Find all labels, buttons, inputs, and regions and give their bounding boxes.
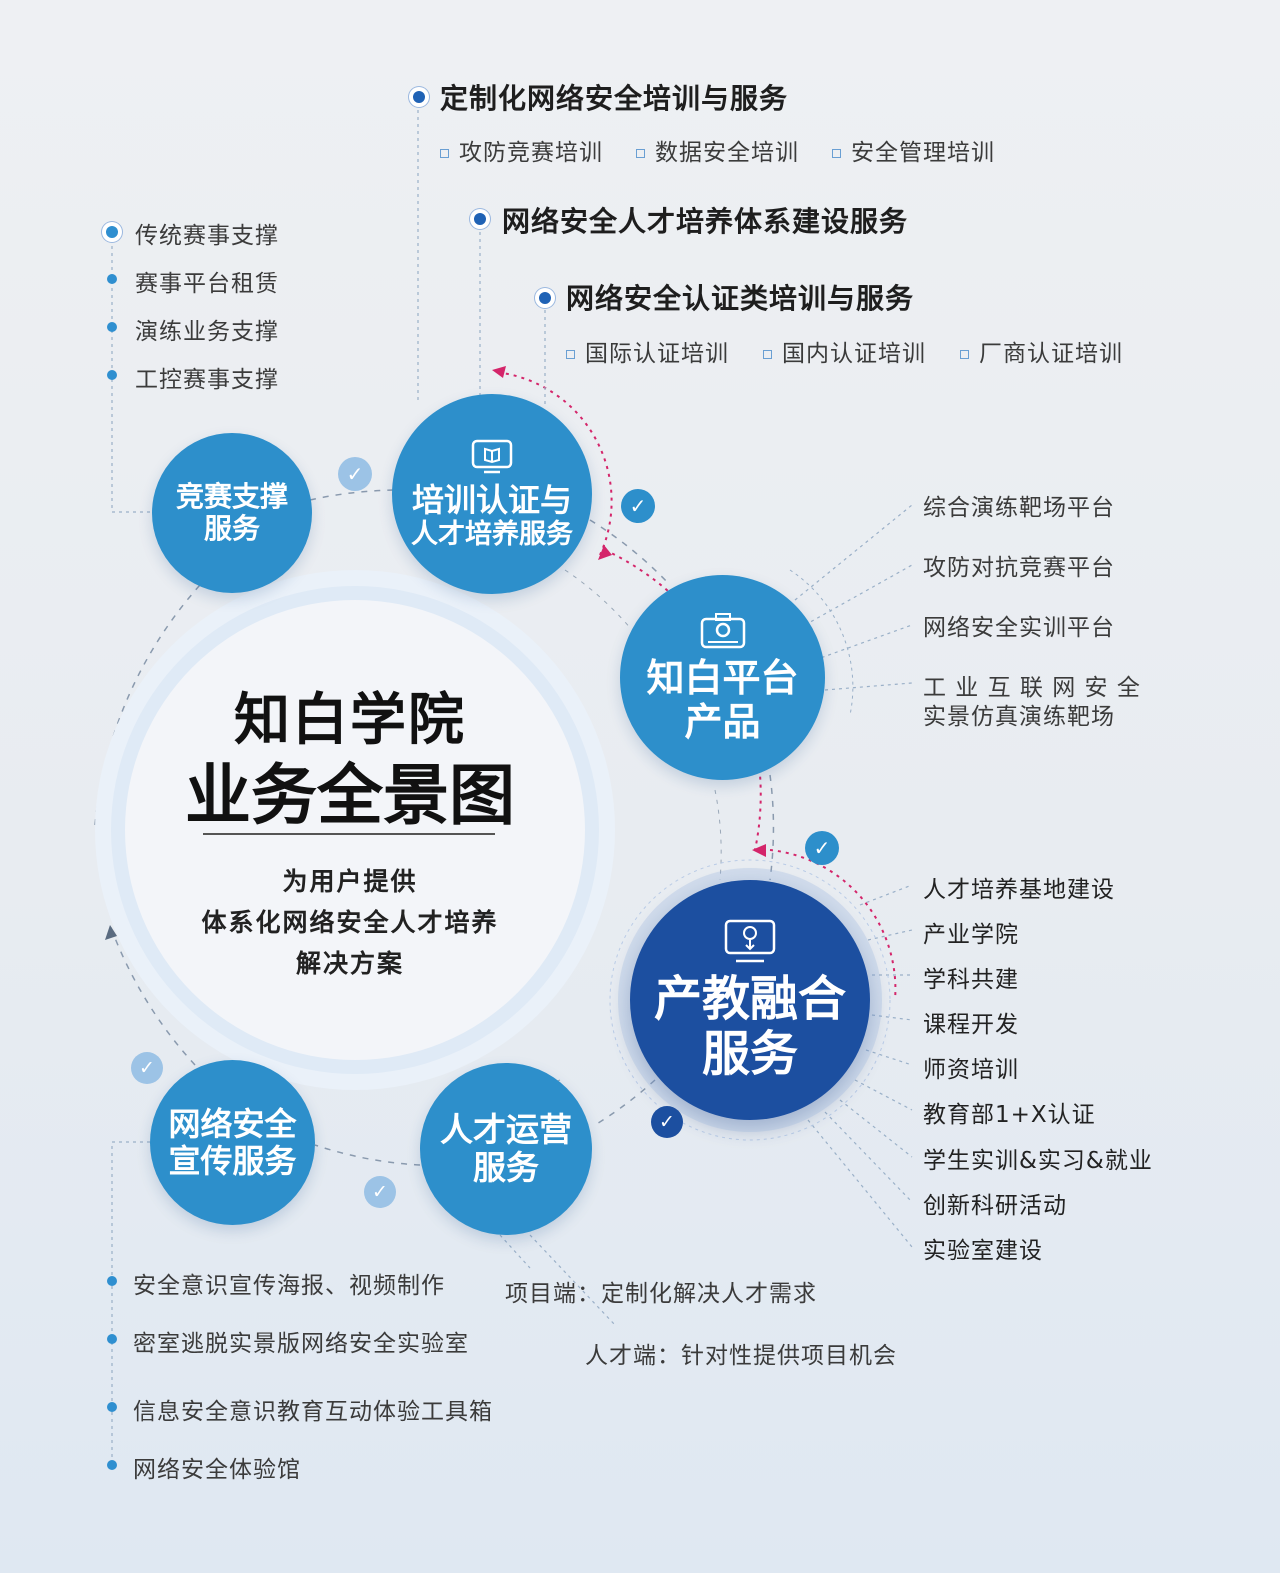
publicity-item: 密室逃脱实景版网络安全实验室 [133,1331,469,1357]
node-training[interactable]: 培训认证与 人才培养服务 [392,394,592,594]
bullet-icon [106,226,118,238]
node-competition[interactable]: 竞赛支撑 服务 [152,433,312,593]
check-icon: ✓ [131,1052,163,1084]
node-platform-line1: 知白平台 [646,655,799,700]
platform-item: 工 业 互 联 网 安 全 [923,675,1141,701]
bullet-icon [107,1334,117,1344]
integration-item: 实验室建设 [923,1238,1043,1264]
check-icon: ✓ [621,489,655,523]
training-system-title: 网络安全人才培养体系建设服务 [502,205,909,238]
hub-subtitle-line3: 解决方案 [295,949,404,978]
bullet-icon [107,370,117,380]
hub-title-line2: 业务全景图 [185,757,515,834]
training-cert-item: 国内认证培训 [763,334,926,368]
talent-ops-item: 人才端：针对性提供项目机会 [585,1343,897,1369]
integration-item: 产业学院 [923,922,1019,948]
check-icon: ✓ [805,831,839,865]
integration-item: 教育部1+X认证 [923,1102,1096,1128]
node-talent-ops[interactable]: 人才运营 服务 [420,1063,592,1235]
section-dot-icon [539,292,551,304]
node-platform-line2: 产品 [684,699,761,744]
integration-item: 师资培训 [923,1057,1019,1083]
screen-download-icon [722,918,778,966]
camera-icon [699,611,747,651]
integration-item: 学生实训&实习&就业 [923,1148,1153,1174]
platform-item: 攻防对抗竞赛平台 [923,555,1115,581]
hub-title-line1: 知白学院 [234,688,466,753]
training-custom-title: 定制化网络安全培训与服务 [440,82,789,115]
training-cert-title: 网络安全认证类培训与服务 [566,282,915,315]
center-hub [125,600,585,1060]
platform-item: 网络安全实训平台 [923,615,1115,641]
check-icon: ✓ [338,457,372,491]
hub-divider [203,833,495,835]
section-dot-icon [474,213,486,225]
competition-item: 演练业务支撑 [135,319,279,345]
node-training-line1: 培训认证与 [411,481,572,520]
node-integration[interactable]: 产教融合 服务 [630,880,870,1120]
training-cert-item: 厂商认证培训 [960,334,1123,368]
check-icon: ✓ [364,1176,396,1208]
node-platform[interactable]: 知白平台 产品 [620,575,825,780]
check-icon: ✓ [651,1106,683,1138]
platform-item: 综合演练靶场平台 [923,495,1115,521]
platform-item: 实景仿真演练靶场 [923,704,1115,730]
node-training-line2: 人才培养服务 [411,518,573,550]
hub-subtitle-line1: 为用户提供 [282,867,418,896]
training-cert-item: 国际认证培训 [566,334,729,368]
integration-item: 课程开发 [923,1012,1019,1038]
integration-item: 创新科研活动 [923,1193,1067,1219]
publicity-item: 信息安全意识教育互动体验工具箱 [133,1399,493,1425]
integration-item: 人才培养基地建设 [923,877,1115,903]
node-competition-line1: 竞赛支撑 [175,479,288,513]
publicity-item: 安全意识宣传海报、视频制作 [133,1273,445,1299]
competition-item: 工控赛事支撑 [135,367,279,393]
bullet-icon [107,1402,117,1412]
node-publicity-line2: 宣传服务 [168,1141,297,1180]
node-talent-ops-line1: 人才运营 [440,1110,572,1150]
bullet-icon [107,1276,117,1286]
node-publicity[interactable]: 网络安全 宣传服务 [150,1060,315,1225]
book-monitor-icon [470,438,514,476]
section-dot-icon [413,91,425,103]
node-integration-line2: 服务 [701,1026,798,1082]
bullet-icon [107,274,117,284]
bullet-icon [107,1460,117,1470]
integration-item: 学科共建 [923,967,1019,993]
hub-subtitle-line2: 体系化网络安全人才培养 [201,908,499,937]
training-custom-item: 攻防竞赛培训 [440,133,603,167]
node-competition-line2: 服务 [203,512,260,545]
talent-ops-item: 项目端：定制化解决人才需求 [505,1281,817,1307]
node-integration-line1: 产教融合 [653,970,846,1027]
training-custom-item: 数据安全培训 [636,133,799,167]
bullet-icon [107,322,117,332]
node-talent-ops-line2: 服务 [473,1148,539,1187]
node-publicity-line1: 网络安全 [168,1104,297,1143]
competition-item: 赛事平台租赁 [135,271,279,297]
competition-item: 传统赛事支撑 [135,223,279,249]
training-custom-item: 安全管理培训 [832,133,995,167]
publicity-item: 网络安全体验馆 [133,1457,301,1483]
